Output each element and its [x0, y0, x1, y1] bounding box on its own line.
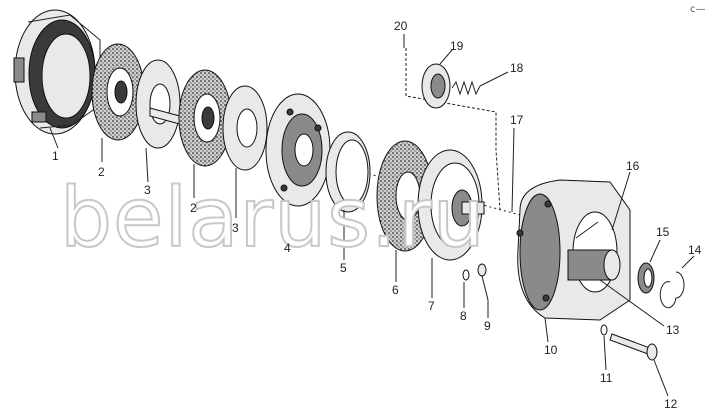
part-3-plate-b	[222, 85, 268, 171]
part-8-washer	[462, 269, 470, 281]
callout-11: 11	[600, 371, 613, 385]
part-18-spring	[451, 80, 481, 96]
part-9-bolt	[477, 263, 489, 301]
callout-12: 12	[664, 397, 678, 411]
part-13-output-hub	[567, 249, 621, 281]
part-5-cover	[325, 131, 371, 213]
part-20-valve-bracket	[405, 48, 501, 211]
part-6-friction-disc	[376, 140, 434, 252]
callout-8: 8	[460, 309, 467, 323]
callout-leaders	[49, 34, 695, 397]
callout-9: 9	[484, 319, 491, 333]
part-4-pressure-plate	[265, 93, 331, 207]
part-15-seal	[637, 262, 655, 294]
callout-6: 6	[392, 283, 399, 297]
callout-4: 4	[284, 241, 291, 255]
callout-17: 17	[510, 113, 524, 127]
corner-mark: с—	[690, 4, 706, 15]
callout-16: 16	[626, 159, 640, 173]
part-11-washer	[600, 324, 608, 336]
part-2-friction-disc-a	[91, 43, 145, 141]
watermark-text: belarus.ru	[60, 171, 486, 266]
callout-18: 18	[510, 61, 524, 75]
callout-20: 20	[394, 19, 408, 33]
part-3-plate-a	[135, 59, 181, 149]
part-16-pin	[575, 221, 599, 239]
callout-13: 13	[666, 323, 680, 337]
callout-1: 1	[52, 149, 59, 163]
callout-2b: 2	[190, 201, 197, 215]
callout-15: 15	[656, 225, 670, 239]
callout-3a: 3	[144, 183, 151, 197]
callout-10: 10	[544, 343, 558, 357]
callout-19: 19	[450, 39, 464, 53]
callout-14: 14	[688, 243, 702, 257]
callout-5: 5	[340, 261, 347, 275]
part-7-drive-plate	[417, 149, 485, 261]
part-12-long-bolt	[609, 333, 658, 361]
part-1-housing	[13, 9, 101, 135]
callout-3b: 3	[232, 221, 239, 235]
part-14-snap-ring	[659, 271, 685, 309]
part-2-friction-disc-b	[178, 69, 232, 167]
part-19-valve-body	[421, 63, 451, 109]
callout-2a: 2	[98, 165, 105, 179]
callout-7: 7	[428, 299, 435, 313]
